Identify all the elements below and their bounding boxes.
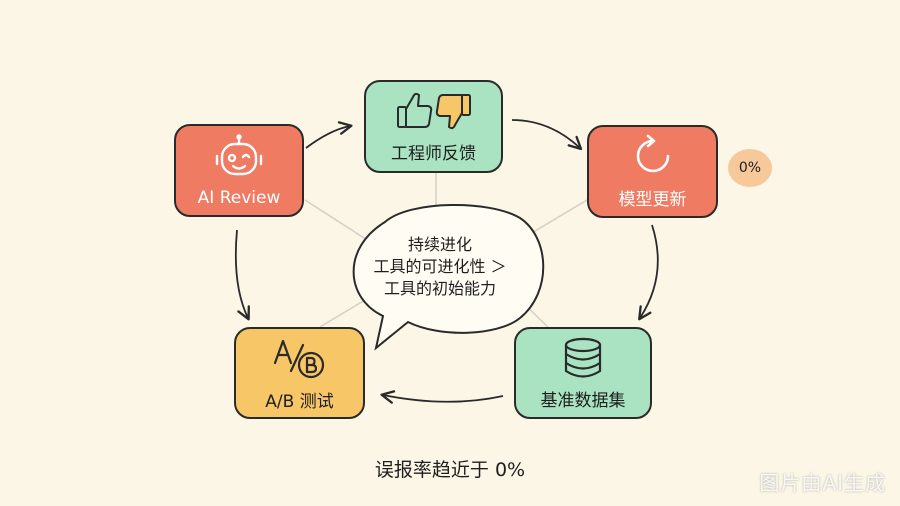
node-benchmark-dataset: 基准数据集 — [514, 327, 652, 419]
error-rate-badge: 0% — [728, 149, 772, 187]
database-icon — [564, 337, 602, 378]
arrow-feedback-to-model — [511, 119, 583, 151]
node-ab-test-label: A/B 测试 — [265, 391, 334, 412]
bottom-caption: 误报率趋近于 0% — [374, 459, 526, 481]
robot-face-icon — [215, 133, 263, 175]
center-speech-bubble — [352, 203, 545, 351]
center-bubble-text: 持续进化 工具的可进化性 ＞ 工具的初始能力 — [350, 234, 530, 300]
node-ab-test: A/B 测试 — [234, 327, 365, 419]
spoke-lines — [304, 173, 588, 328]
ab-test-icon — [273, 339, 324, 378]
arrow-model-to-dataset — [638, 224, 659, 321]
cycle-arrows — [234, 119, 659, 404]
node-ai-review: AI Review — [174, 124, 304, 217]
node-model-update: 模型更新 — [587, 125, 718, 218]
ai-generated-watermark: 图片由AI生成 — [759, 471, 886, 495]
refresh-cycle-icon — [636, 134, 669, 173]
arrow-ai-to-feedback — [305, 121, 353, 149]
thumbs-up-down-icon — [396, 92, 471, 130]
node-ai-review-label: AI Review — [197, 187, 281, 208]
node-engineer-feedback-label: 工程师反馈 — [391, 144, 476, 164]
node-model-update-label: 模型更新 — [618, 190, 687, 210]
node-benchmark-dataset-label: 基准数据集 — [540, 390, 626, 411]
bubble-line-title: 持续进化 — [407, 235, 472, 254]
bubble-line-comparison: 工具的可进化性 ＞ — [373, 257, 507, 276]
arrow-ab-to-ai — [234, 229, 250, 321]
node-engineer-feedback: 工程师反馈 — [364, 80, 503, 173]
bubble-line-initial-ability: 工具的初始能力 — [383, 279, 496, 298]
arrow-dataset-to-ab — [380, 390, 504, 404]
